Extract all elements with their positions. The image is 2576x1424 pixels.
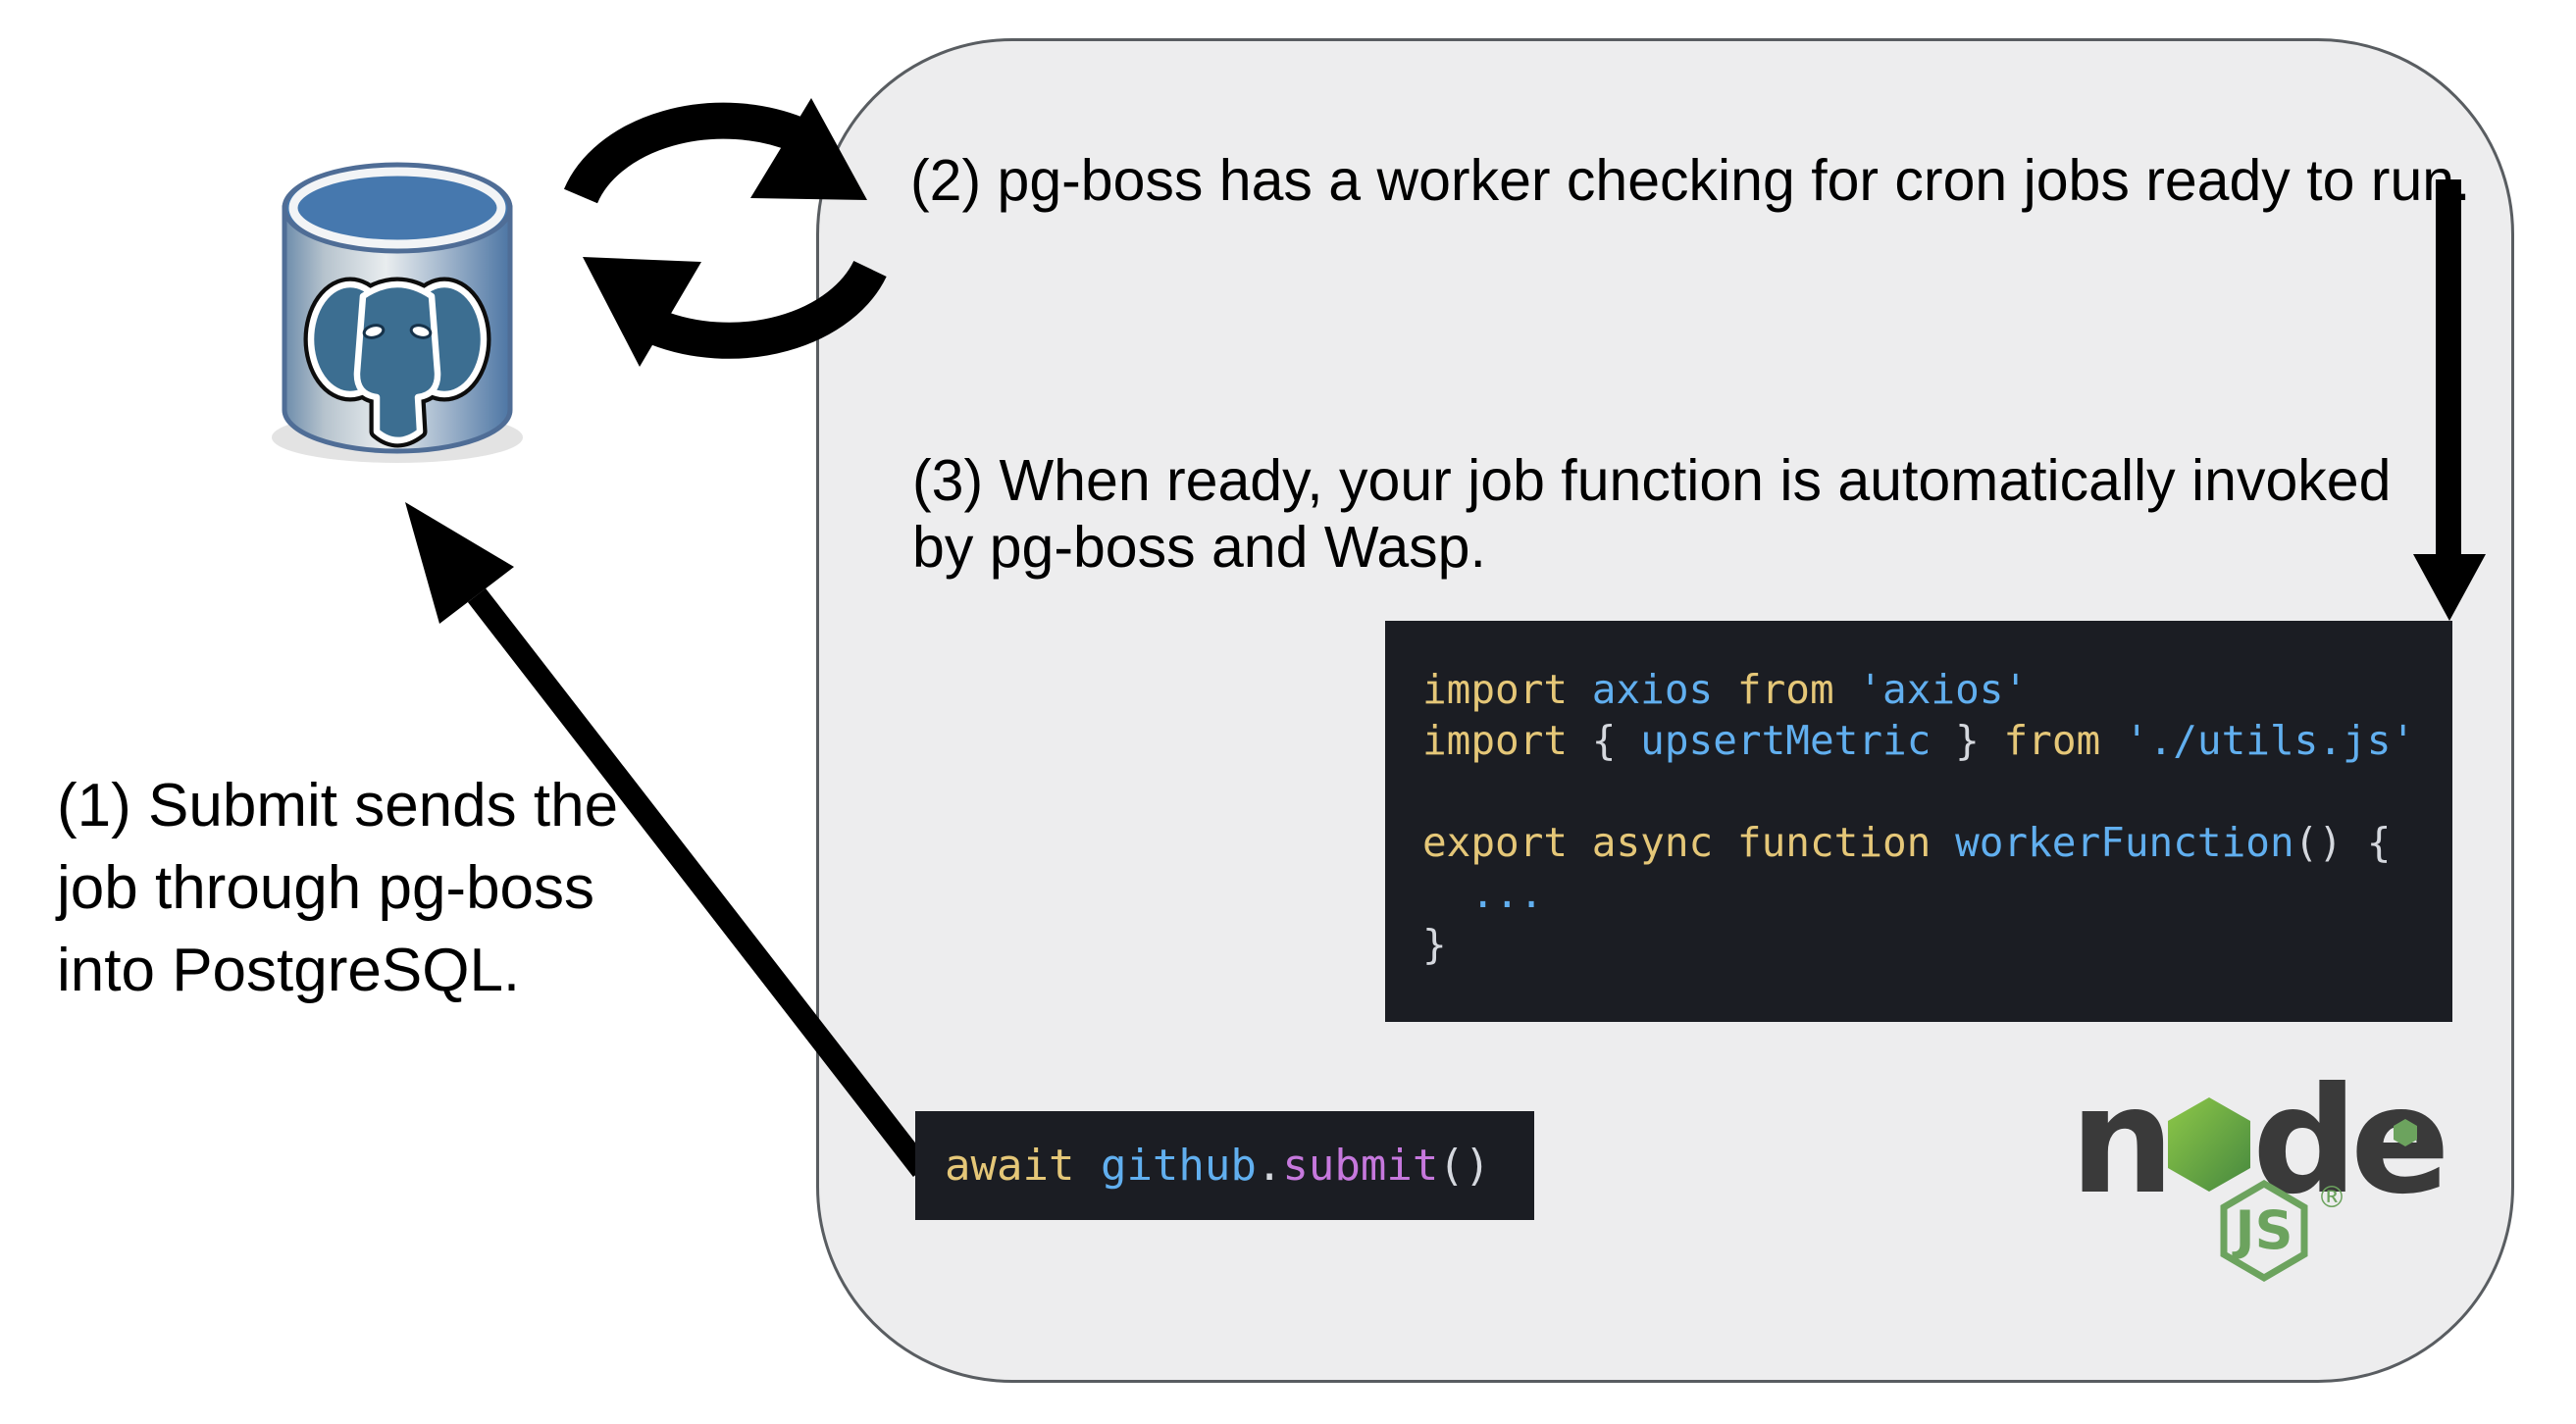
worker-code-block: import axios from 'axios'import { upsert… <box>1385 621 2452 1022</box>
step2-label: (2) pg-boss has a worker checking for cr… <box>910 148 2471 213</box>
step3-line1: (3) When ready, your job function is aut… <box>912 448 2392 513</box>
js-badge-label: JS <box>2232 1199 2293 1261</box>
postgresql-logo <box>272 162 523 463</box>
arrow-up-left-icon <box>405 502 932 1178</box>
step1-label: (1) Submit sends the job through pg-boss… <box>57 765 618 1012</box>
submit-code-block: await github.submit() <box>915 1111 1534 1220</box>
code-line: import axios from 'axios' <box>1422 666 2029 713</box>
registered-mark: ® <box>2317 1181 2346 1215</box>
node-letter-n: n <box>2070 1056 2175 1227</box>
step1-line3: into PostgreSQL. <box>57 937 521 1004</box>
step3-line2: by pg-boss and Wasp. <box>912 515 1486 580</box>
code-line: } <box>1422 921 1447 968</box>
code-line: import { upsertMetric } from './utils.js… <box>1422 717 2416 764</box>
refresh-cycle-icon <box>563 98 887 367</box>
code-line: ... <box>1422 870 1544 917</box>
elephant-eyes <box>362 324 433 339</box>
step1-line2: job through pg-boss <box>57 854 595 922</box>
code-line: await github.submit() <box>945 1140 1491 1191</box>
code-line <box>1422 766 2452 817</box>
node-hexagon-o-icon <box>2168 1097 2250 1192</box>
arrow-down-icon <box>2413 179 2486 621</box>
js-hexagon-badge-icon <box>2220 1179 2308 1283</box>
code-line: export async function workerFunction() { <box>1422 819 2392 866</box>
step1-line1: (1) Submit sends the <box>57 772 619 839</box>
node-letter-d: d <box>2252 1056 2357 1227</box>
cylinder-top <box>288 167 506 249</box>
node-e-hex-dot-icon <box>2394 1119 2417 1146</box>
step3-label: (3) When ready, your job function is aut… <box>912 447 2391 581</box>
nodejs-logo: n d e JS ® <box>2070 1056 2450 1283</box>
elephant <box>307 280 488 444</box>
